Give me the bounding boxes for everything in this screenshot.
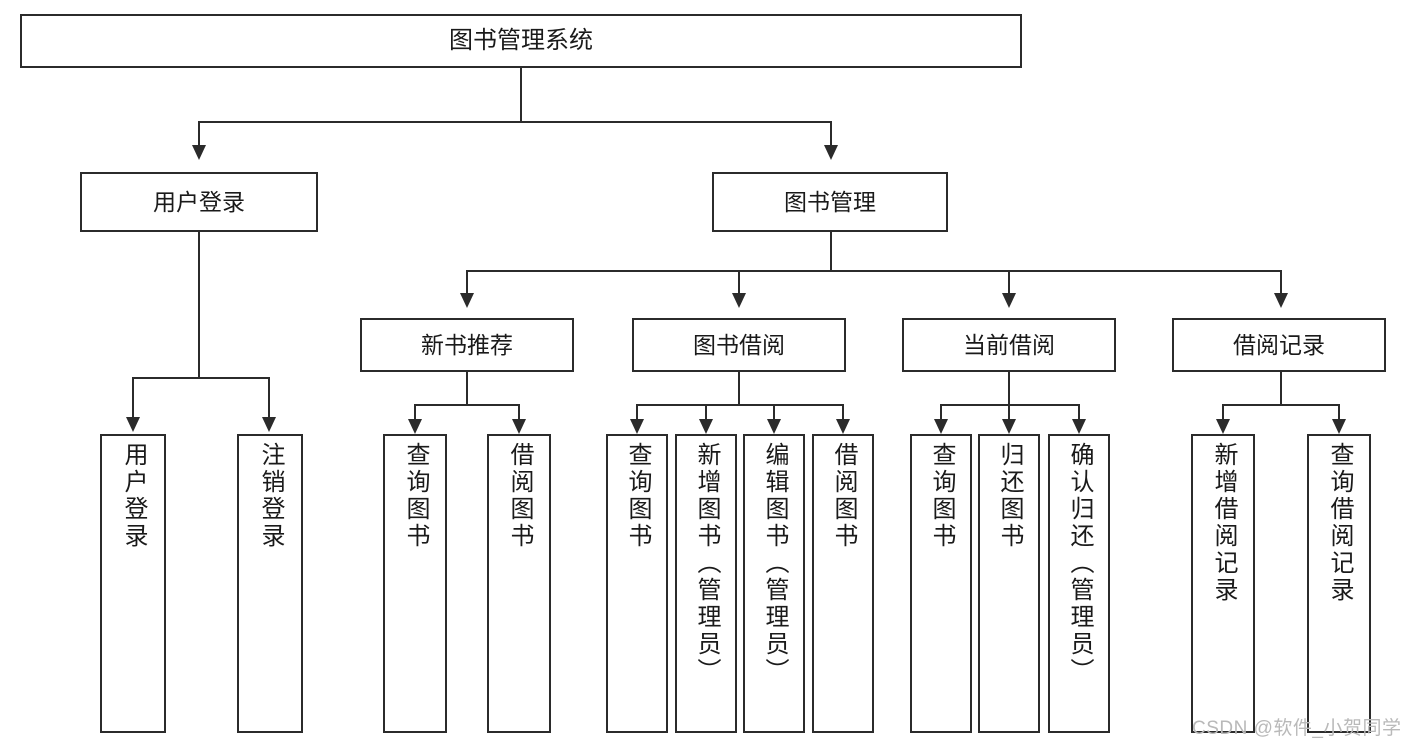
edge-drop-add-record — [1222, 404, 1224, 421]
edge-bus-book-borrow — [636, 404, 844, 406]
node-leaf-query-record[interactable]: 查询借阅记录 — [1307, 434, 1371, 733]
arrowhead-book-manage — [824, 145, 838, 160]
edge-stem-book-borrow — [738, 372, 740, 405]
edge-bus-level1 — [198, 121, 832, 123]
edge-bus-level3 — [466, 270, 1282, 272]
node-leaf-add-book[interactable]: 新增图书（管理员） — [675, 434, 737, 733]
arrowhead-return-book — [1002, 419, 1016, 434]
edge-drop-borrow-book-2 — [842, 404, 844, 421]
node-leaf-query-book-1[interactable]: 查询图书 — [383, 434, 447, 733]
edge-bus-new-book-recommend — [414, 404, 520, 406]
edge-drop-borrow-record — [1280, 270, 1282, 295]
arrowhead-query-book-3 — [934, 419, 948, 434]
edge-drop-book-manage — [830, 121, 832, 148]
edge-stem-current-borrow — [1008, 372, 1010, 405]
edge-drop-query-book-3 — [940, 404, 942, 421]
node-current-borrow[interactable]: 当前借阅 — [902, 318, 1116, 372]
arrowhead-add-book — [699, 419, 713, 434]
arrowhead-book-borrow — [732, 293, 746, 308]
node-label: 新增图书（管理员） — [693, 442, 720, 685]
node-leaf-borrow-book-2[interactable]: 借阅图书 — [812, 434, 874, 733]
edge-stem-book-manage — [830, 232, 832, 271]
arrowhead-query-book-2 — [630, 419, 644, 434]
arrowhead-query-book-1 — [408, 419, 422, 434]
node-book-manage[interactable]: 图书管理 — [712, 172, 948, 232]
node-label: 查询图书 — [402, 442, 429, 550]
csdn-watermark: CSDN @软件_小贺同学 — [1192, 718, 1402, 739]
edge-drop-confirm-return — [1078, 404, 1080, 421]
node-label: 查询图书 — [624, 442, 651, 550]
edge-stem-new-book-recommend — [466, 372, 468, 405]
node-label: 查询图书 — [928, 442, 955, 550]
node-label: 借阅记录 — [1233, 331, 1325, 358]
edge-drop-new-book-recommend — [466, 270, 468, 295]
edge-drop-book-borrow — [738, 270, 740, 295]
edge-drop-leaf-user-login — [132, 377, 134, 419]
node-label: 借阅图书 — [830, 442, 857, 550]
edge-drop-query-record — [1338, 404, 1340, 421]
node-label: 用户登录 — [153, 188, 245, 215]
node-label: 查询借阅记录 — [1326, 442, 1353, 604]
node-leaf-query-book-3[interactable]: 查询图书 — [910, 434, 972, 733]
node-label: 用户登录 — [120, 442, 147, 550]
node-leaf-borrow-book-1[interactable]: 借阅图书 — [487, 434, 551, 733]
node-book-borrow[interactable]: 图书借阅 — [632, 318, 846, 372]
edge-drop-return-book — [1008, 404, 1010, 421]
node-label: 当前借阅 — [963, 331, 1055, 358]
node-label: 新书推荐 — [421, 331, 513, 358]
edge-drop-add-book — [705, 404, 707, 421]
edge-drop-user-login — [198, 121, 200, 148]
arrowhead-leaf-user-login — [126, 417, 140, 432]
arrowhead-borrow-record — [1274, 293, 1288, 308]
node-leaf-add-record[interactable]: 新增借阅记录 — [1191, 434, 1255, 733]
arrowhead-edit-book — [767, 419, 781, 434]
node-leaf-confirm-return[interactable]: 确认归还（管理员） — [1048, 434, 1110, 733]
node-label: 新增借阅记录 — [1210, 442, 1237, 604]
node-leaf-return-book[interactable]: 归还图书 — [978, 434, 1040, 733]
node-leaf-user-login[interactable]: 用户登录 — [100, 434, 166, 733]
node-label: 确认归还（管理员） — [1066, 442, 1093, 685]
edge-drop-query-book-2 — [636, 404, 638, 421]
edge-bus-user-login — [132, 377, 268, 379]
arrowhead-add-record — [1216, 419, 1230, 434]
edge-drop-edit-book — [773, 404, 775, 421]
arrowhead-leaf-user-logout — [262, 417, 276, 432]
node-label: 图书管理系统 — [449, 27, 593, 55]
edge-root-stem — [520, 68, 522, 122]
edge-stem-user-login — [198, 232, 200, 378]
arrowhead-borrow-book-1 — [512, 419, 526, 434]
arrowhead-borrow-book-2 — [836, 419, 850, 434]
edge-stem-borrow-record — [1280, 372, 1282, 405]
arrowhead-current-borrow — [1002, 293, 1016, 308]
edge-drop-current-borrow — [1008, 270, 1010, 295]
node-borrow-record[interactable]: 借阅记录 — [1172, 318, 1386, 372]
node-label: 借阅图书 — [506, 442, 533, 550]
node-label: 图书借阅 — [693, 331, 785, 358]
node-leaf-user-logout[interactable]: 注销登录 — [237, 434, 303, 733]
arrowhead-confirm-return — [1072, 419, 1086, 434]
edge-drop-query-book-1 — [414, 404, 416, 421]
arrowhead-user-login — [192, 145, 206, 160]
node-label: 编辑图书（管理员） — [761, 442, 788, 685]
edge-drop-borrow-book-1 — [518, 404, 520, 421]
node-leaf-query-book-2[interactable]: 查询图书 — [606, 434, 668, 733]
edge-bus-borrow-record — [1222, 404, 1340, 406]
arrowhead-new-book-recommend — [460, 293, 474, 308]
node-leaf-edit-book[interactable]: 编辑图书（管理员） — [743, 434, 805, 733]
arrowhead-query-record — [1332, 419, 1346, 434]
node-label: 注销登录 — [257, 442, 284, 550]
node-label: 归还图书 — [996, 442, 1023, 550]
node-root-system[interactable]: 图书管理系统 — [20, 14, 1022, 68]
edge-drop-leaf-user-logout — [268, 377, 270, 419]
node-new-book-recommend[interactable]: 新书推荐 — [360, 318, 574, 372]
node-user-login[interactable]: 用户登录 — [80, 172, 318, 232]
edge-bus-current-borrow — [940, 404, 1080, 406]
node-label: 图书管理 — [784, 188, 876, 215]
